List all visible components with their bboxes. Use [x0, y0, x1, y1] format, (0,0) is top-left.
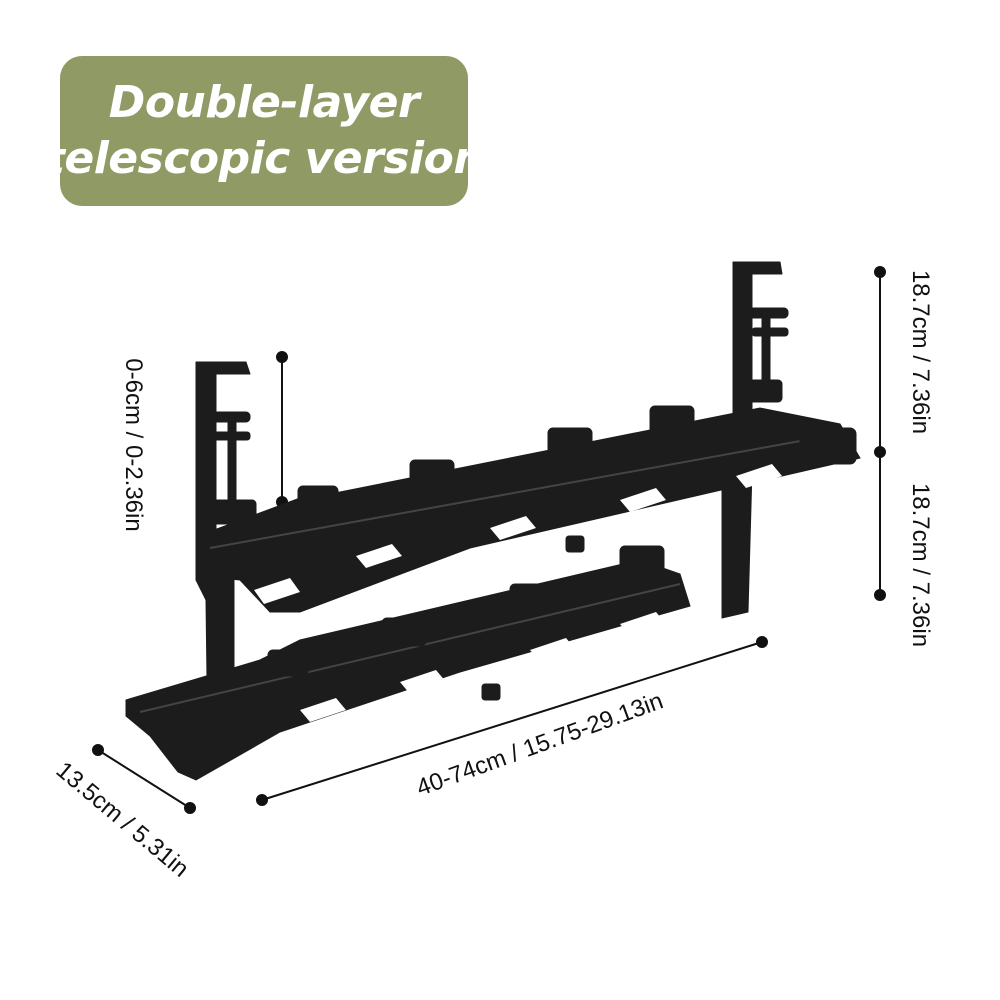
right-clamp	[743, 307, 789, 403]
width-dot-right	[756, 636, 768, 648]
depth-dot-top	[92, 744, 104, 756]
upper-height-label: 18.7cm / 7.36in	[907, 269, 934, 435]
depth-line	[97, 749, 191, 809]
title-line-2: telescopic version	[43, 133, 485, 184]
depth-dot-bottom	[184, 802, 196, 814]
lower-tray-hooks	[267, 545, 665, 677]
upper-tray	[197, 407, 861, 613]
lower-tray-joint	[481, 683, 501, 701]
slot-cutouts	[254, 464, 782, 722]
title-badge: Double-layer telescopic version	[44, 56, 485, 206]
upper-tray-hooks	[297, 405, 857, 513]
dimension-lines	[92, 266, 886, 814]
lower-height-label: 18.7cm / 7.36in	[907, 482, 934, 648]
height-dot-middle	[874, 446, 886, 458]
width-line	[261, 641, 763, 801]
title-line-1: Double-layer	[108, 77, 420, 128]
clamp-range-dot-top	[276, 351, 288, 363]
clamp-range-label: 0-6cm / 0-2.36in	[120, 358, 147, 532]
height-dot-top	[874, 266, 886, 278]
height-dot-bottom	[874, 589, 886, 601]
left-bracket	[195, 361, 251, 761]
left-clamp	[209, 411, 257, 525]
upper-tray-joint	[565, 535, 585, 553]
cable-tray-rack	[125, 261, 861, 781]
width-dot-left	[256, 794, 268, 806]
